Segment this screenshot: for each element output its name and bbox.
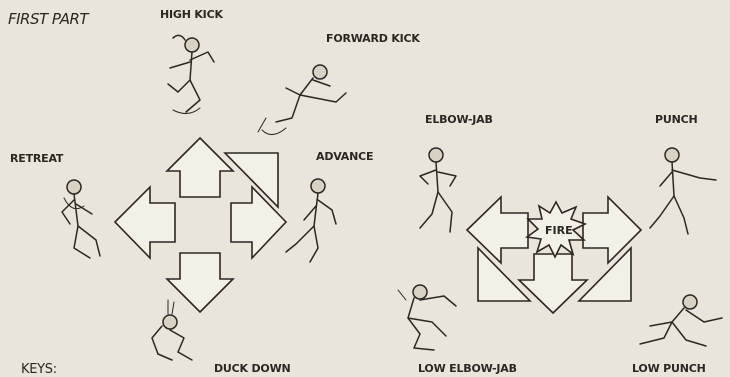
low-elbow-jab-figure-icon <box>398 285 456 350</box>
forward-kick-figure-icon <box>258 65 346 135</box>
advance-figure-icon <box>286 179 336 262</box>
label-forward-kick: FORWARD KICK <box>326 32 420 45</box>
low-punch-figure-icon <box>640 295 722 346</box>
label-retreat: RETREAT <box>10 152 63 165</box>
label-duck-down: DUCK DOWN <box>214 362 291 375</box>
label-elbow-jab: ELBOW-JAB <box>425 113 493 126</box>
retreat-figure-icon <box>62 180 100 258</box>
label-punch: PUNCH <box>655 113 697 126</box>
punch-figure-icon <box>650 148 716 234</box>
label-high-kick: HIGH KICK <box>160 8 223 21</box>
label-low-punch: LOW PUNCH <box>632 362 706 375</box>
keys-label: KEYS: <box>21 362 57 377</box>
label-advance: ADVANCE <box>316 150 373 163</box>
elbow-jab-figure-icon <box>420 148 456 232</box>
high-kick-figure-icon <box>168 35 214 113</box>
duck-down-figure-icon <box>152 300 192 360</box>
label-low-elbow-jab: LOW ELBOW-JAB <box>418 362 517 375</box>
